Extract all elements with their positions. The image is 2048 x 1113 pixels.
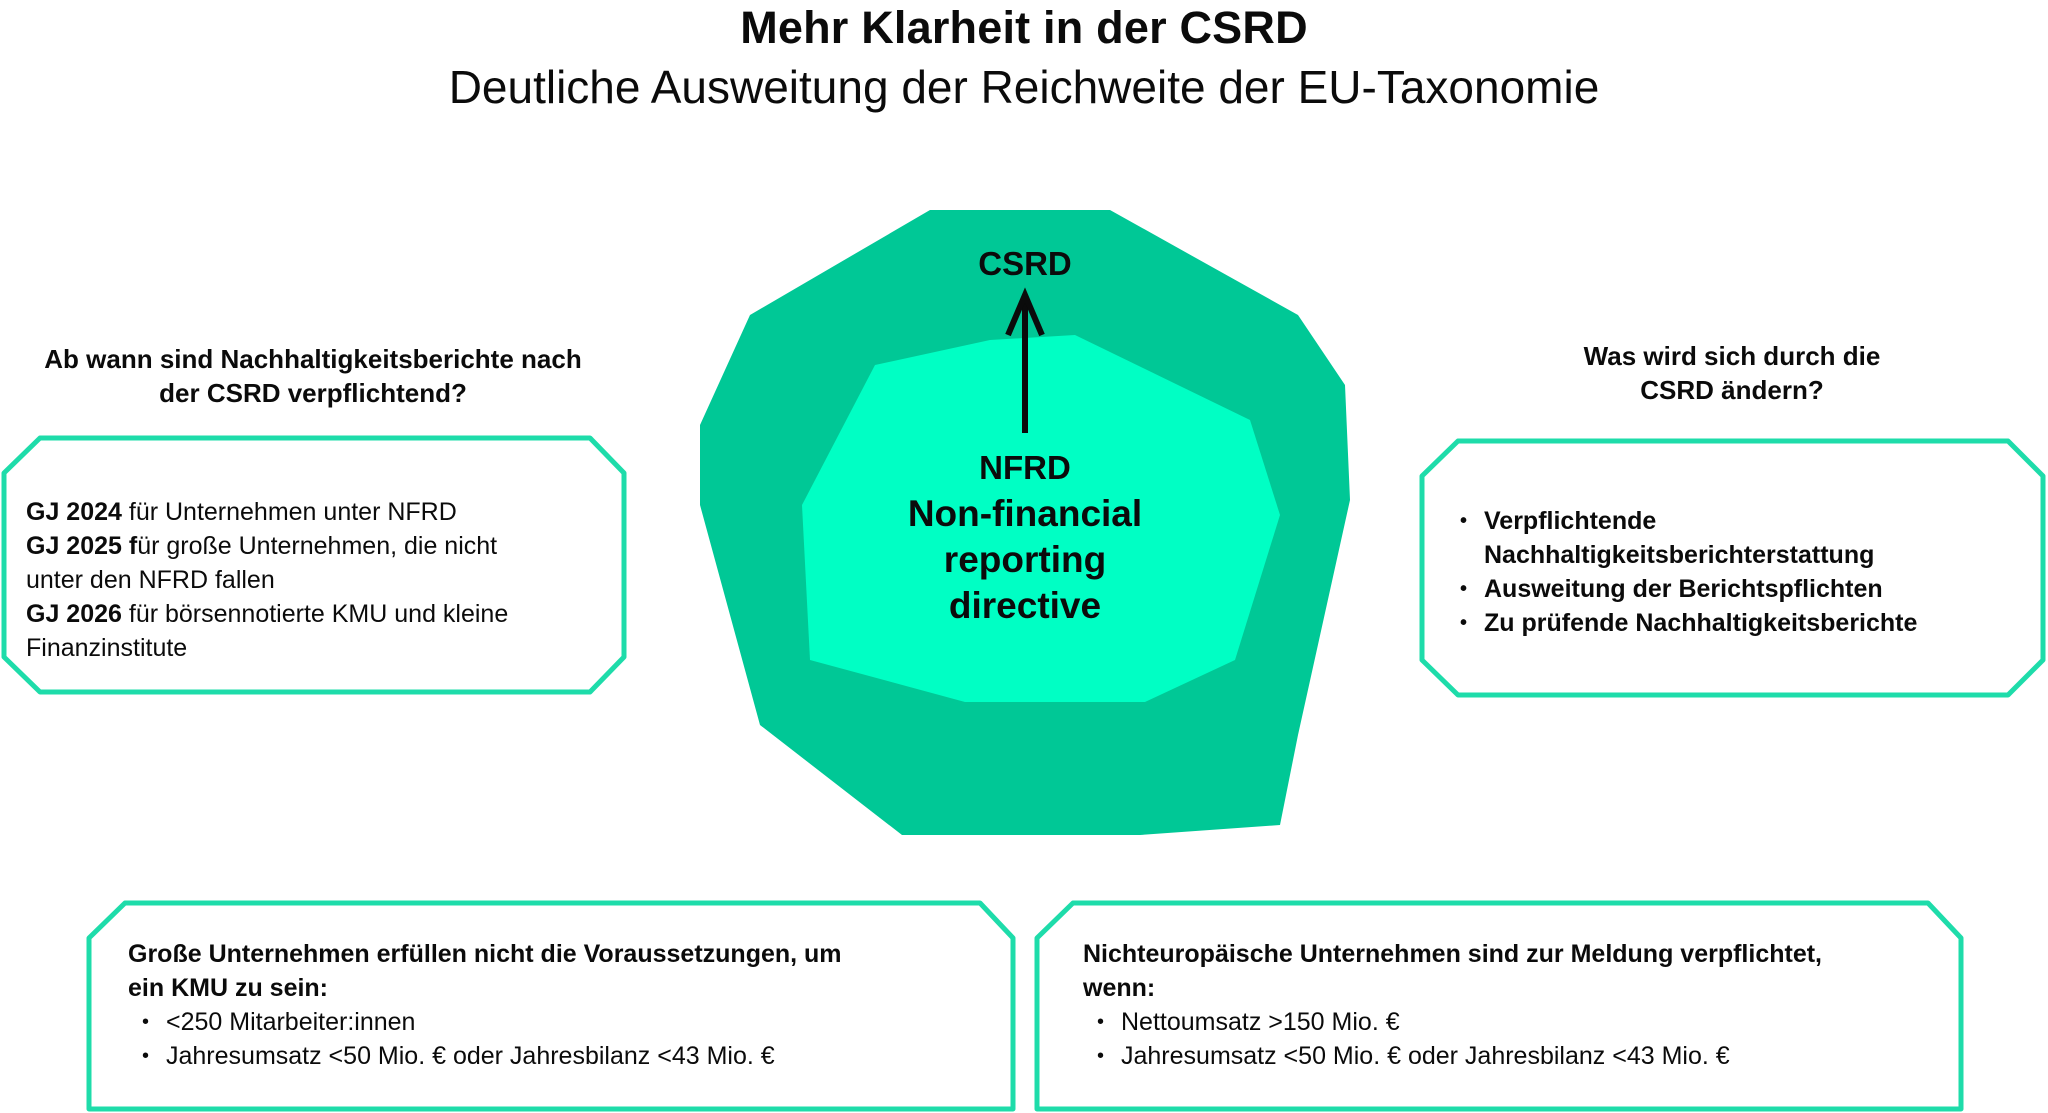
changes-list: VerpflichtendeNachhaltigkeitsberichterst… [1458, 504, 2038, 640]
non-eu-companies-item: Nettoumsatz >150 Mio. € [1095, 1005, 1953, 1039]
changes-box: VerpflichtendeNachhaltigkeitsberichterst… [1418, 438, 2048, 698]
timeline-box-content: GJ 2024 für Unternehmen unter NFRD GJ 20… [26, 495, 616, 665]
csrd-label: CSRD [978, 245, 1072, 282]
nfrd-label-line-4: directive [948, 585, 1102, 626]
non-eu-companies-heading-2: wenn: [1083, 974, 1156, 1002]
large-companies-heading-2: ein KMU zu sein: [128, 974, 329, 1002]
page-subtitle: Deutliche Ausweitung der Reichweite der … [448, 61, 1600, 113]
timeline-row-2026-cont: Finanzinstitute [26, 634, 188, 662]
large-companies-list: <250 Mitarbeiter:innen Jahresumsatz <50 … [128, 1005, 1008, 1073]
timeline-box: GJ 2024 für Unternehmen unter NFRD GJ 20… [0, 435, 628, 695]
large-companies-heading-1: Große Unternehmen erfüllen nicht die Vor… [128, 940, 842, 968]
left-question-line-1: Ab wann sind Nachhaltigkeitsberichte nac… [44, 344, 582, 374]
diagram-shapes [700, 210, 1350, 835]
right-question-line-2: CSRD ändern? [1640, 375, 1824, 405]
timeline-box-frame [1, 435, 627, 695]
nfrd-label: NFRD Non-financial reporting directive [690, 445, 1360, 629]
timeline-row-2025-cont: unter den NFRD fallen [26, 566, 275, 594]
large-companies-box: Große Unternehmen erfüllen nicht die Vor… [85, 900, 1017, 1113]
large-companies-item: Jahresumsatz <50 Mio. € oder Jahresbilan… [140, 1039, 1008, 1073]
csrd-nfrd-diagram: CSRD NFRD Non-financial reporting direct… [690, 205, 1360, 840]
timeline-row-2024: GJ 2024 für Unternehmen unter NFRD [26, 498, 457, 526]
changes-item: Zu prüfende Nachhaltigkeitsberichte [1458, 606, 2038, 640]
non-eu-companies-list: Nettoumsatz >150 Mio. € Jahresumsatz <50… [1083, 1005, 1953, 1073]
right-question: Was wird sich durch die CSRD ändern? [1422, 339, 2042, 407]
left-question-line-2: der CSRD verpflichtend? [159, 378, 467, 408]
nfrd-inner-shape [802, 335, 1280, 702]
nfrd-label-line-2: Non-financial [907, 493, 1143, 534]
expansion-arrow-head [1005, 287, 1045, 337]
page-title: Mehr Klarheit in der CSRD [740, 2, 1308, 53]
nfrd-label-line-3: reporting [943, 539, 1107, 580]
non-eu-companies-box: Nichteuropäische Unternehmen sind zur Me… [1033, 900, 1965, 1113]
changes-item: Ausweitung der Berichtspflichten [1458, 572, 2038, 606]
non-eu-companies-content: Nichteuropäische Unternehmen sind zur Me… [1083, 937, 1953, 1073]
non-eu-companies-heading-1: Nichteuropäische Unternehmen sind zur Me… [1083, 940, 1822, 968]
non-eu-companies-item: Jahresumsatz <50 Mio. € oder Jahresbilan… [1095, 1039, 1953, 1073]
changes-item: VerpflichtendeNachhaltigkeitsberichterst… [1458, 504, 2038, 572]
timeline-row-2025: GJ 2025 für große Unternehmen, die nicht [26, 532, 498, 560]
nfrd-label-line-1: NFRD [979, 449, 1071, 486]
large-companies-item: <250 Mitarbeiter:innen [140, 1005, 1008, 1039]
timeline-row-2026: GJ 2026 für börsennotierte KMU und klein… [26, 600, 509, 628]
large-companies-content: Große Unternehmen erfüllen nicht die Vor… [128, 937, 1008, 1073]
right-question-line-1: Was wird sich durch die [1583, 341, 1881, 371]
left-question: Ab wann sind Nachhaltigkeitsberichte nac… [0, 342, 626, 410]
